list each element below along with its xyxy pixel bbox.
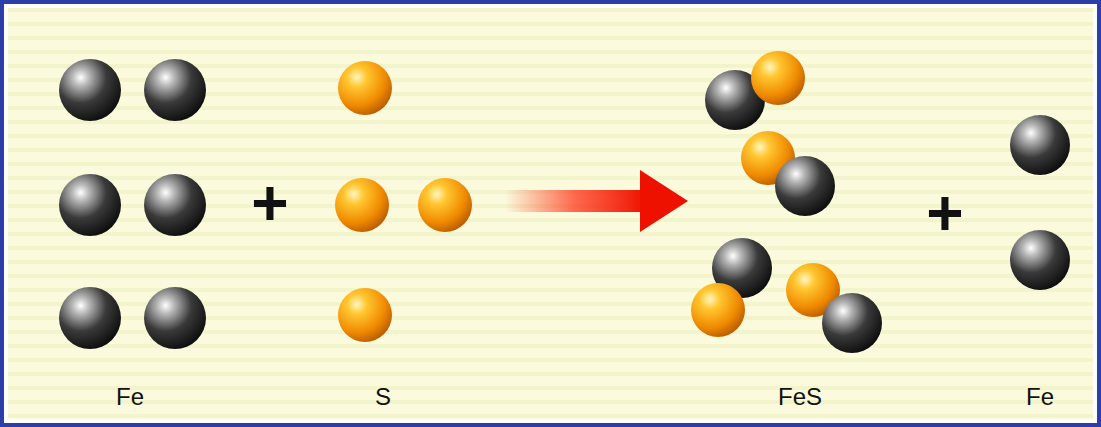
formula-label: Fe <box>116 385 144 409</box>
iron-sulfide-pairs <box>691 51 882 353</box>
formula-label: Fe <box>1026 385 1054 409</box>
plus-sign: + <box>926 181 963 245</box>
plus-sign: + <box>251 171 288 235</box>
formula-label: FeS <box>778 385 822 409</box>
formula-label: S <box>375 385 391 409</box>
sulfur-atoms <box>335 61 472 342</box>
iron-atoms <box>59 59 206 349</box>
excess-iron-atoms <box>1010 115 1070 290</box>
reaction-arrow <box>505 170 688 232</box>
